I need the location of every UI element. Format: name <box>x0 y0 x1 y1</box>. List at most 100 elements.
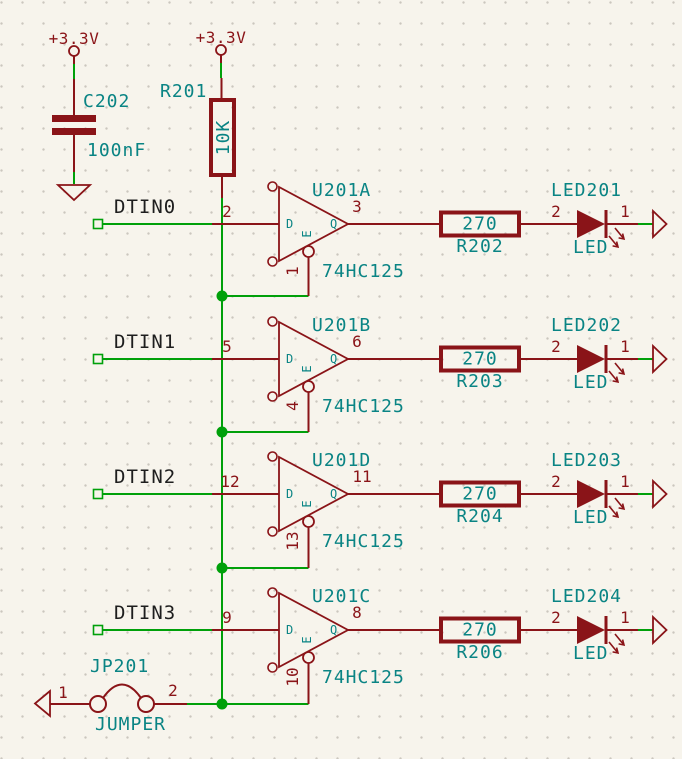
net-label-dtin3[interactable]: DTIN3 <box>114 602 176 624</box>
power-flag-label: +3.3V <box>196 28 247 47</box>
pin-name-output: Q <box>330 487 337 501</box>
led-anode-pin-number: 2 <box>551 337 561 356</box>
led-ref: LED202 <box>551 315 622 336</box>
gate-input-pin-number: 12 <box>220 472 239 491</box>
gate-enable-pin-number: 13 <box>283 531 302 550</box>
pin-name-enable: E <box>300 500 314 507</box>
led-light-arrows-icon <box>608 227 626 249</box>
gate-output-pin-number: 3 <box>352 197 362 216</box>
power-flag-2[interactable]: +3.3V <box>196 28 247 63</box>
led-triangle-icon <box>577 345 605 373</box>
unconnected-pin-circle <box>267 587 278 598</box>
net-label-dtin0[interactable]: DTIN0 <box>114 196 176 218</box>
gate-u201b[interactable]: 5 4 D E Q U201B 74HC125 6 <box>212 315 441 432</box>
resistor-value: 270 <box>462 349 498 370</box>
channel-row-4: DTIN3 9 10 D E Q U201C 74HC125 8 270 R20… <box>92 586 668 704</box>
wire-end-square <box>92 488 104 500</box>
enable-bubble-icon <box>302 515 315 528</box>
gate-input-pin-number: 9 <box>222 608 232 627</box>
resistor-value: 270 <box>462 620 498 641</box>
gate-u201a[interactable]: 2 1 D E Q U201A 74HC125 3 <box>212 180 441 296</box>
led-led202[interactable]: 2 1 LED202 LED <box>519 315 638 393</box>
gate-input-pin-number: 5 <box>222 337 232 356</box>
enable-bubble-icon <box>302 380 315 393</box>
resistor-r202[interactable]: 270 R202 <box>439 210 521 258</box>
gate-value: 74HC125 <box>322 396 405 417</box>
jumper-pin1-number: 1 <box>58 683 68 702</box>
buffer-triangle-icon <box>278 320 350 398</box>
gate-value: 74HC125 <box>322 667 405 688</box>
hier-label-arrow-icon[interactable] <box>652 208 668 240</box>
led-led201[interactable]: 2 1 LED201 LED <box>519 180 638 258</box>
gate-ref: U201B <box>312 315 371 336</box>
resistor-r206[interactable]: 270 R206 <box>439 616 521 664</box>
led-ref: LED201 <box>551 180 622 201</box>
channel-row-3: DTIN2 12 13 D E Q U201D 74HC125 11 270 R… <box>92 450 668 568</box>
unconnected-pin-circle <box>267 316 278 327</box>
wire-end-square <box>92 218 104 230</box>
gate-ref: U201C <box>312 586 371 607</box>
led-light-arrows-icon <box>608 633 626 655</box>
gate-ref: U201D <box>312 450 371 471</box>
gate-enable-pin-number: 10 <box>283 667 302 686</box>
buffer-triangle-icon <box>278 455 350 533</box>
jumper-jp201[interactable]: 1 2 JP201 JUMPER <box>33 656 187 735</box>
pin-name-output: Q <box>330 217 337 231</box>
buffer-triangle-icon <box>278 591 350 669</box>
led-anode-pin-number: 2 <box>551 202 561 221</box>
unconnected-pin-circle <box>267 391 278 402</box>
led-value: LED <box>573 372 609 393</box>
gate-enable-pin-number: 1 <box>283 266 302 276</box>
jumper-arc-icon <box>102 683 142 699</box>
resistor-r201[interactable]: 10K R201 <box>160 78 236 198</box>
unconnected-pin-circle <box>267 181 278 192</box>
resistor-r204[interactable]: 270 R204 <box>439 480 521 528</box>
jumper-pad1 <box>89 695 107 713</box>
pin-name-output: Q <box>330 352 337 366</box>
led-ref: LED203 <box>551 450 622 471</box>
cap-ref: C202 <box>83 91 130 112</box>
led-led203[interactable]: 2 1 LED203 LED <box>519 450 638 528</box>
jumper-pad2 <box>137 695 155 713</box>
net-label-dtin2[interactable]: DTIN2 <box>114 466 176 488</box>
power-flag-1[interactable]: +3.3V <box>49 29 100 64</box>
junction-dot <box>216 698 228 710</box>
resistor-value: 270 <box>462 484 498 505</box>
led-anode-pin-number: 2 <box>551 472 561 491</box>
hier-label-arrow-icon[interactable] <box>652 614 668 646</box>
junction-dot <box>216 426 228 438</box>
gate-value: 74HC125 <box>322 261 405 282</box>
gate-enable-pin-number: 4 <box>283 401 302 411</box>
gate-output-pin-number: 6 <box>352 332 362 351</box>
channel-row-1: DTIN0 2 1 D E Q U201A 74HC125 3 270 R202 <box>92 180 668 296</box>
pin-name-enable: E <box>300 636 314 643</box>
led-light-arrows-icon <box>608 362 626 384</box>
gate-u201d[interactable]: 12 13 D E Q U201D 74HC125 11 <box>212 450 441 568</box>
led-triangle-icon <box>577 210 605 238</box>
jumper-ref: JP201 <box>90 656 149 677</box>
wire-end-square <box>92 353 104 365</box>
hier-label-arrow-icon[interactable] <box>652 343 668 375</box>
resistor-r203[interactable]: 270 R203 <box>439 345 521 393</box>
pin-name-input: D <box>286 487 293 501</box>
capacitor-c202[interactable]: C202 100nF <box>52 79 146 172</box>
gate-u201c[interactable]: 9 10 D E Q U201C 74HC125 8 <box>212 586 441 704</box>
net-label-dtin1[interactable]: DTIN1 <box>114 331 176 353</box>
resistor-ref: R203 <box>456 371 503 392</box>
gnd-symbol-icon[interactable] <box>55 184 93 202</box>
jumper-value: JUMPER <box>95 714 166 735</box>
led-led204[interactable]: 2 1 LED204 LED <box>519 586 638 664</box>
hier-label-arrow-left-icon <box>33 689 51 718</box>
enable-bubble-icon <box>302 651 315 664</box>
unconnected-pin-circle <box>267 526 278 537</box>
pin-name-enable: E <box>300 230 314 237</box>
pin-name-output: Q <box>330 623 337 637</box>
pin-name-enable: E <box>300 365 314 372</box>
hier-label-arrow-icon[interactable] <box>652 478 668 510</box>
gate-value: 74HC125 <box>322 531 405 552</box>
unconnected-pin-circle <box>267 256 278 267</box>
unconnected-pin-circle <box>267 451 278 462</box>
channel-row-2: DTIN1 5 4 D E Q U201B 74HC125 6 270 R203 <box>92 315 668 432</box>
wire-end-square <box>92 624 104 636</box>
